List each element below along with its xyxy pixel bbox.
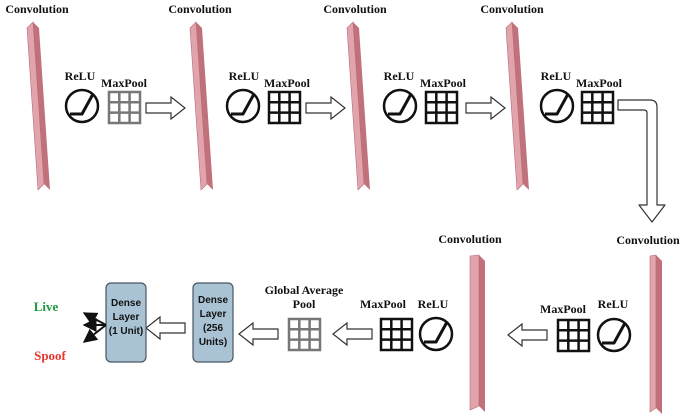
elbow-flow-arrow: [617, 99, 666, 223]
dense-layer-256-label: Dense: [198, 295, 228, 306]
conv-layer-side: [33, 22, 50, 190]
relu-label: ReLU: [418, 297, 449, 311]
relu-label: ReLU: [598, 297, 629, 311]
maxpool-grid-icon: [267, 90, 302, 125]
maxpool-label: MaxPool: [420, 76, 467, 90]
flow-arrow: [238, 321, 279, 347]
maxpool-label: MaxPool: [576, 76, 623, 90]
conv-layer-side: [353, 22, 370, 190]
relu-icon: [596, 317, 632, 353]
flow-arrow: [305, 95, 346, 121]
convolution-label: Convolution: [616, 233, 680, 247]
maxpool-label: MaxPool: [540, 302, 587, 316]
flow-arrow: [145, 95, 186, 121]
spoof-output-arrow: [82, 324, 107, 343]
flow-arrow: [465, 95, 506, 121]
global-average-pool-label: Global Average: [265, 283, 344, 297]
conv-layer-plate: [505, 21, 524, 191]
dense-layer-1-label: Layer: [113, 312, 140, 323]
maxpool-label: MaxPool: [264, 76, 311, 90]
relu-label: ReLU: [384, 69, 415, 83]
relu-icon: [382, 88, 418, 124]
dense-layer-256-label: Units): [199, 337, 227, 348]
convolution-label: Convolution: [480, 2, 544, 16]
dense-layer-256-box: [192, 282, 234, 363]
flow-arrow: [507, 322, 548, 348]
spoof-label: Spoof: [34, 348, 66, 363]
dense-layer-256-label: Layer: [200, 309, 227, 320]
relu-label: ReLU: [229, 69, 260, 83]
flow-arrow: [332, 321, 373, 347]
maxpool-grid-icon: [107, 90, 142, 125]
relu-label: ReLU: [541, 69, 572, 83]
live-output-arrow: [82, 312, 107, 326]
maxpool-grid-icon: [556, 318, 591, 353]
conv-layer-side: [196, 22, 213, 190]
convolution-label: Convolution: [438, 232, 502, 246]
convolution-label: Convolution: [168, 2, 232, 16]
dense-layer-1-label: Dense: [111, 298, 141, 309]
relu-icon: [225, 88, 261, 124]
conv-layer-side: [656, 255, 662, 414]
dense-layer-256-label: (256: [203, 323, 223, 334]
conv-layer-side: [512, 22, 529, 190]
conv-layer-plate: [649, 254, 657, 413]
live-label: Live: [34, 299, 59, 314]
conv-layer-plate: [346, 21, 365, 191]
convolution-label: Convolution: [323, 2, 387, 16]
global-average-pool-label: Pool: [293, 297, 316, 311]
maxpool-label: MaxPool: [101, 76, 148, 90]
conv-layer-plate: [189, 21, 208, 191]
maxpool-grid-icon: [580, 90, 615, 125]
flow-arrow: [145, 315, 186, 341]
convolution-label: Convolution: [5, 2, 69, 16]
maxpool-grid-icon: [424, 90, 459, 125]
maxpool-label: MaxPool: [360, 297, 407, 311]
dense-layer-1-box: [105, 282, 147, 363]
global-average-pool-icon: [287, 317, 322, 352]
relu-label: ReLU: [65, 69, 96, 83]
dense-layer-1-label: (1 Unit): [109, 326, 143, 337]
relu-icon: [64, 88, 100, 124]
maxpool-grid-icon: [379, 317, 414, 352]
conv-layer-side: [479, 255, 485, 412]
relu-icon: [418, 316, 454, 352]
conv-layer-plate: [469, 254, 480, 411]
conv-layer-plate: [26, 21, 45, 191]
relu-icon: [539, 88, 575, 124]
